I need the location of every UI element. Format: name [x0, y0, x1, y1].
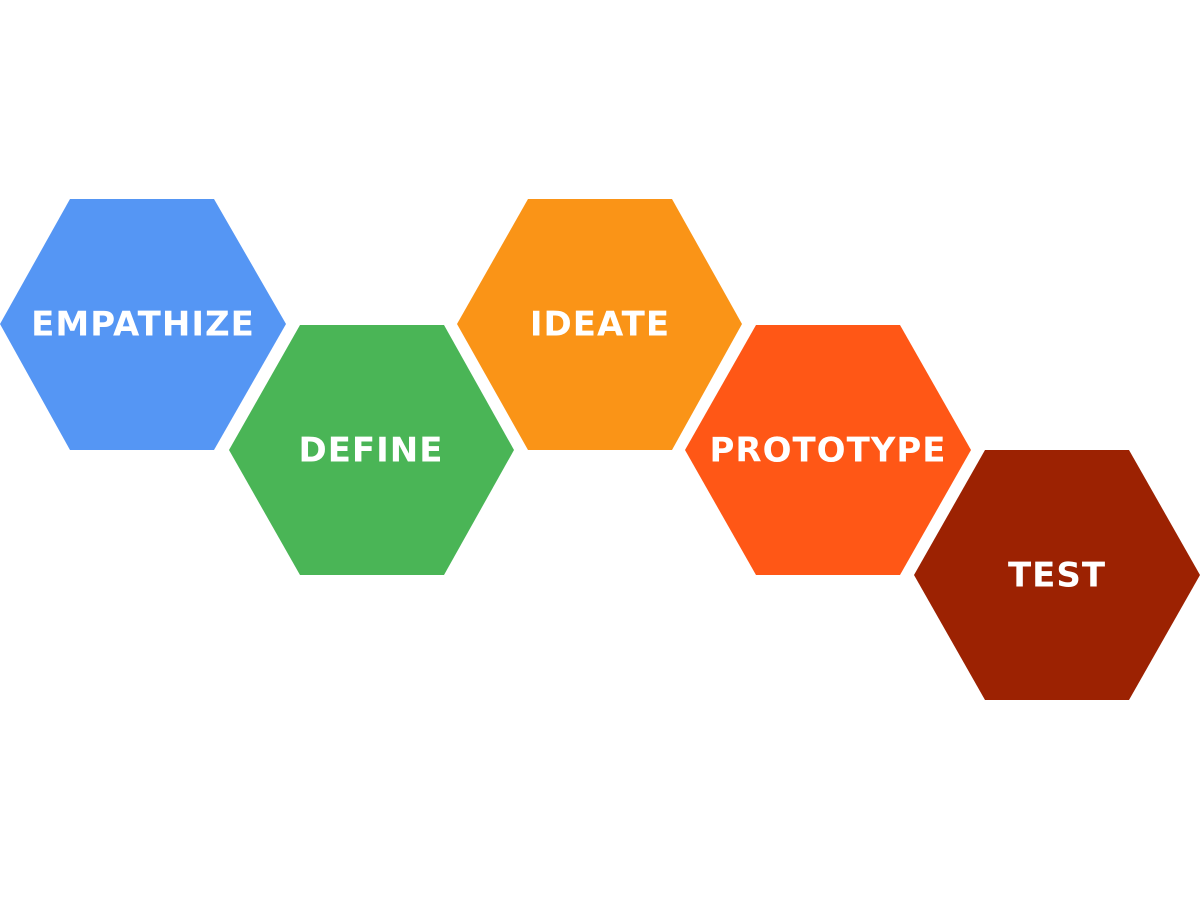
- stage-ideate: IDEATE: [457, 199, 742, 450]
- label-prototype: PROTOTYPE: [709, 431, 946, 471]
- hexagon-empathize: [0, 199, 286, 450]
- label-test: TEST: [1008, 556, 1106, 596]
- hexagon-define: [229, 325, 514, 575]
- hexagon-ideate: [457, 199, 742, 450]
- hexagon-prototype: [685, 325, 971, 575]
- label-ideate: IDEATE: [530, 305, 670, 345]
- stage-define: DEFINE: [229, 325, 514, 575]
- label-empathize: EMPATHIZE: [31, 305, 255, 345]
- label-define: DEFINE: [298, 431, 443, 471]
- stage-empathize: EMPATHIZE: [0, 199, 286, 450]
- stage-prototype: PROTOTYPE: [685, 325, 971, 575]
- stage-test: TEST: [914, 450, 1200, 700]
- hexagon-test: [914, 450, 1200, 700]
